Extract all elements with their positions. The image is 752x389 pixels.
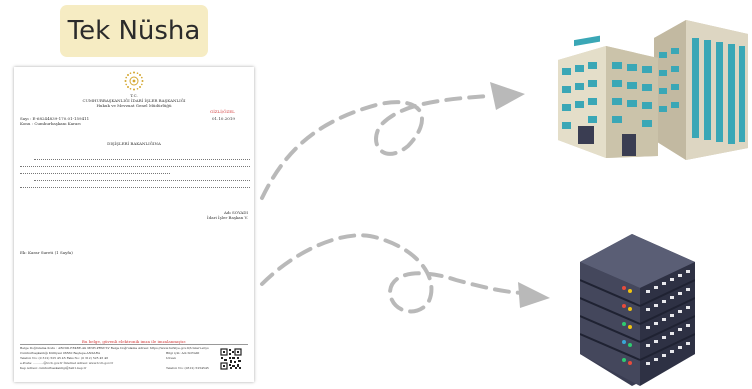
doc-org-line2: Hukuk ve Mevzuat Genel Müdürlüğü	[96, 103, 172, 108]
doc-text-line	[20, 187, 250, 188]
doc-text-line	[20, 166, 250, 167]
arrow-to-server	[260, 233, 527, 314]
doc-footer-line3b: Unvan	[166, 356, 176, 360]
doc-sign-name: Adı SOYADI	[223, 210, 248, 215]
doc-footer-line5b: Telefon No: (0312) 5254545	[166, 366, 209, 370]
building-icon	[558, 20, 748, 160]
doc-footer-line3: Telefon No: (0 312) 525 45 45 Faks No: (…	[20, 356, 109, 360]
badge-label: Tek Nüsha	[67, 16, 201, 46]
doc-footer-warning: Bu belge, güvenli elektronik imza ile im…	[81, 339, 187, 344]
qr-code-icon	[220, 348, 242, 370]
server-icon	[580, 234, 695, 386]
arrow-to-building	[260, 94, 490, 200]
arrow-head-to-building	[490, 82, 525, 110]
doc-footer-line1: Belge Doğrulama Kodu : ABC9D-EE4BE-4G MN…	[20, 346, 209, 350]
doc-footer-line2: Cumhurbaşkanlığı Külliyesi 06560 Beştepe…	[20, 351, 101, 355]
doc-footer-divider	[20, 344, 248, 345]
doc-footer-line2b: Bilgi için: Adı SOYADI	[166, 351, 200, 355]
doc-org-line1: CUMHURBAŞKANLIĞI İDARİ İŞLER BAŞKANLIĞI	[82, 98, 186, 103]
doc-attachment: Ek: Karar Sureti (1 Sayfa)	[20, 250, 73, 255]
emblem-icon	[124, 71, 144, 91]
doc-footer-line4: e-Posta: ...........@tccb.gov.tr İnterne…	[20, 361, 114, 365]
arrow-head-to-server	[518, 282, 550, 308]
doc-date: 01.10.2019	[212, 116, 235, 121]
building-door	[578, 126, 594, 144]
single-copy-badge: Tek Nüsha	[60, 5, 208, 57]
doc-addressee: DIŞİŞLERİ BAKANLIĞINA	[107, 141, 161, 146]
doc-text-line	[34, 180, 250, 181]
doc-tc: T.C.	[130, 93, 138, 98]
doc-sayi: Sayı : E-68244839-170.01-159411	[20, 116, 90, 121]
doc-stamp: GİZLİ/ÖZEL	[210, 109, 235, 114]
official-document: T.C. CUMHURBAŞKANLIĞI İDARİ İŞLER BAŞKAN…	[14, 67, 254, 382]
doc-footer-line5: Kep Adresi: cumhurbaskanligi@hs01.kep.tr	[20, 366, 87, 370]
doc-konu: Konu : Cumhurbaşkanı Kararı	[20, 121, 81, 126]
doc-text-line	[34, 159, 250, 160]
doc-text-line	[20, 173, 170, 174]
doc-sign-title: İdari İşler Başkan V.	[207, 215, 248, 220]
